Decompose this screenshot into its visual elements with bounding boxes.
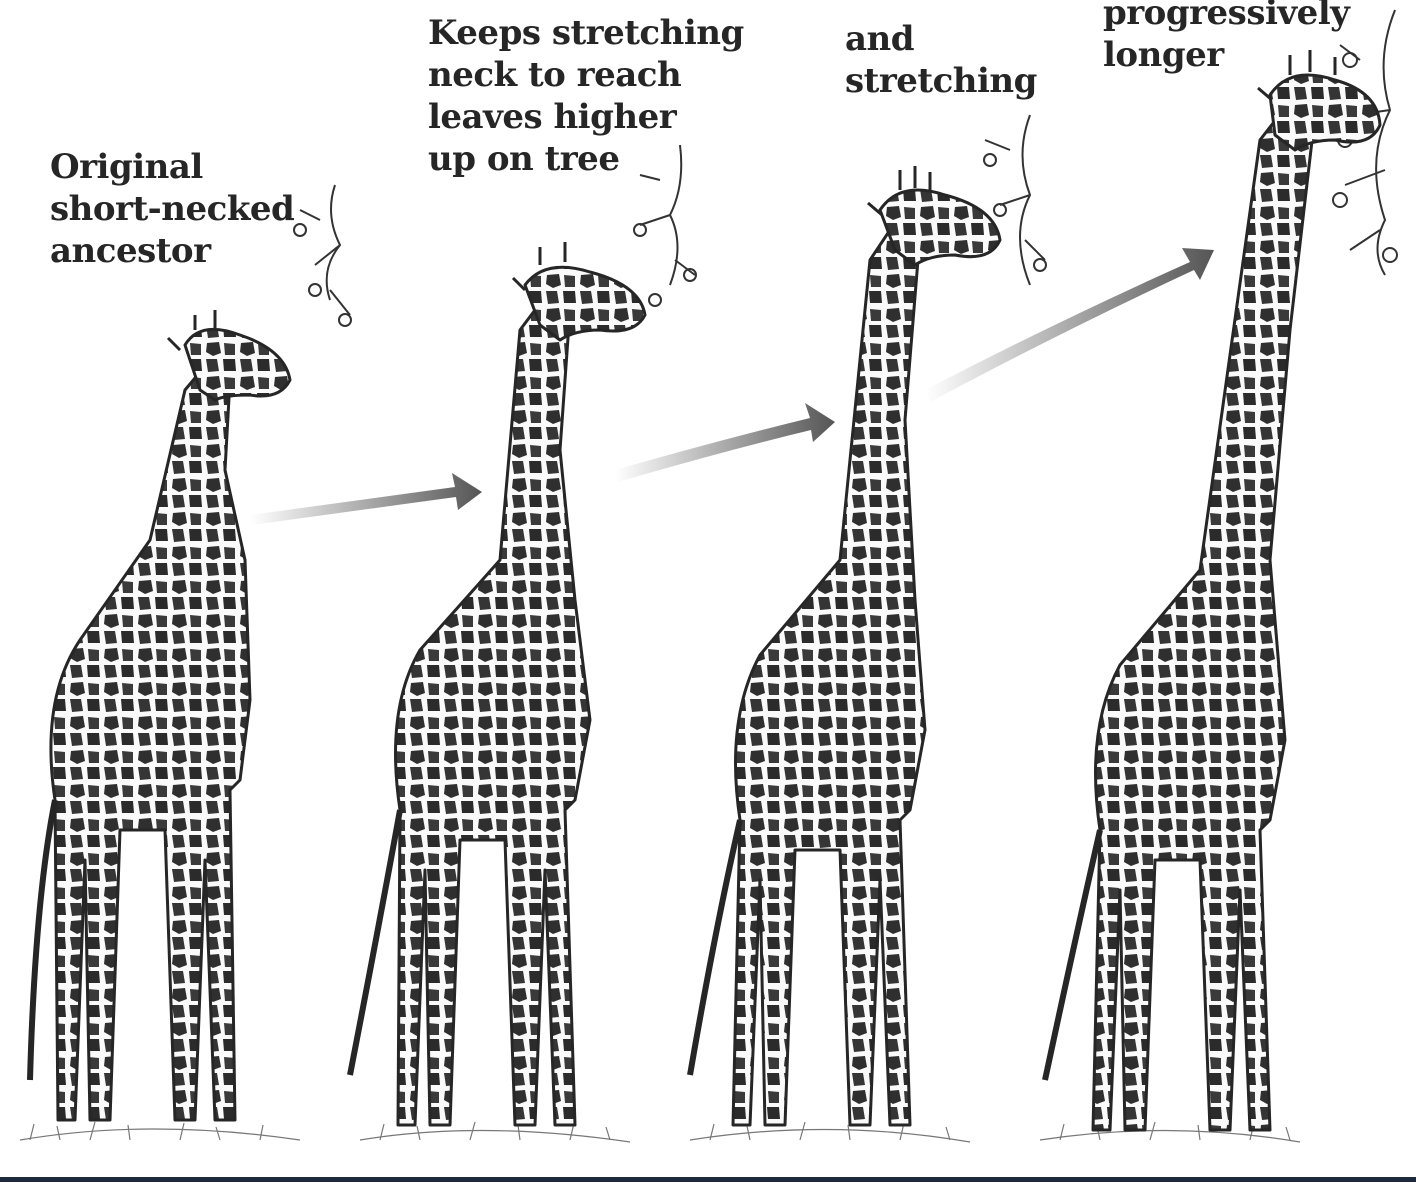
caption-keeps-stretching: Keeps stretching neck to reach leaves hi… xyxy=(428,12,744,180)
arrow-icon xyxy=(925,248,1214,402)
giraffe-icon xyxy=(30,310,290,1120)
caption-and-stretching: and stretching xyxy=(845,18,1037,102)
giraffe-icon xyxy=(350,242,645,1125)
arrow-icon xyxy=(250,473,482,525)
bottom-border xyxy=(0,1177,1416,1182)
giraffe-icon xyxy=(1045,50,1380,1130)
caption-original-ancestor: Original short-necked ancestor xyxy=(50,146,294,272)
caption-progressively-longer: progressively longer xyxy=(1103,0,1349,76)
tree-branch-icon xyxy=(984,115,1046,285)
arrow-icon xyxy=(615,403,835,482)
giraffe-icon xyxy=(690,166,1000,1125)
tree-branch-icon xyxy=(294,185,351,326)
